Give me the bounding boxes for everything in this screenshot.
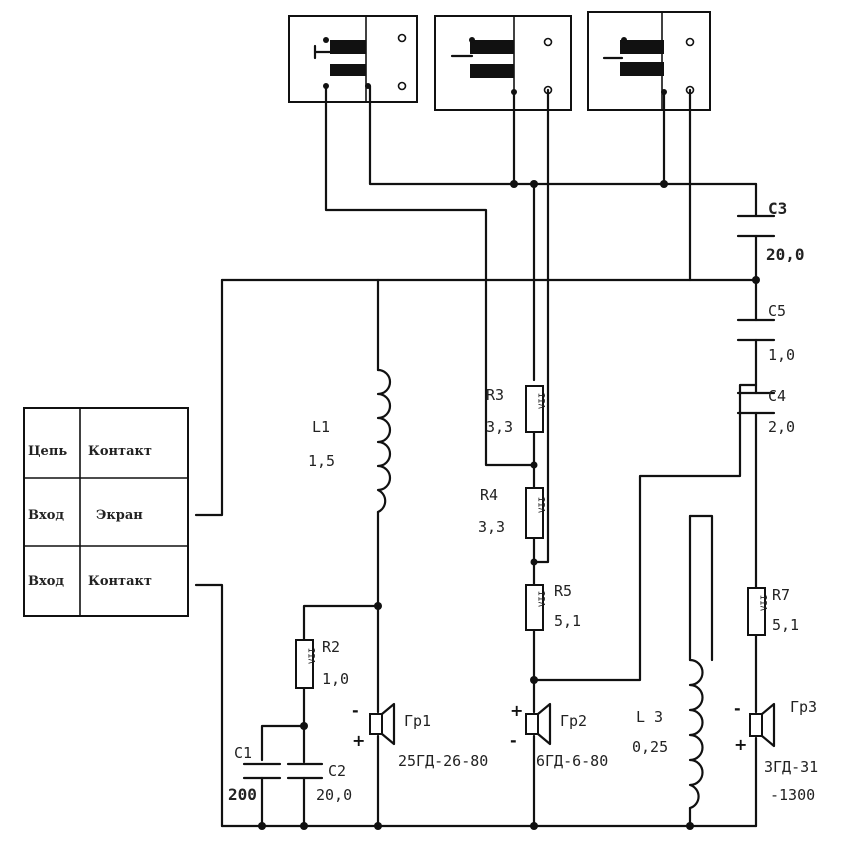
- connection-table: Цепь Контакт Вход Экран Вход Контакт: [23, 407, 189, 617]
- capacitor-c1: С1 200: [228, 744, 282, 804]
- r2-value: 1,0: [322, 670, 349, 688]
- c3-name: С3: [768, 199, 787, 218]
- r7-mark: VII: [760, 595, 770, 611]
- r5-mark: VII: [538, 591, 548, 607]
- r2-name: R2: [322, 638, 340, 656]
- table-row-2-left: Вход: [28, 508, 64, 523]
- gr3-model-line1: 3ГД-31: [764, 758, 818, 776]
- table-row-2-right: Экран: [96, 508, 143, 523]
- r3-name: R3: [486, 386, 504, 404]
- gr2-model: 6ГД-6-80: [536, 752, 608, 770]
- wiring: [194, 84, 758, 828]
- speaker-gr1: - + Гр1 25ГД-26-80: [352, 701, 488, 770]
- gr3-minus: -: [734, 699, 741, 718]
- r3-value: 3,3: [486, 418, 513, 436]
- speaker-gr3: - + Гр3 3ГД-31 -1300: [734, 698, 818, 804]
- r2-mark: VII: [308, 648, 318, 664]
- gr1-name: Гр1: [404, 712, 431, 730]
- resistor-r4: VII R4 3,3: [478, 486, 548, 539]
- resistor-r5: VII R5 5,1: [525, 582, 581, 631]
- r5-name: R5: [554, 582, 572, 600]
- gr2-name: Гр2: [560, 712, 587, 730]
- table-row-1-right: Контакт: [88, 444, 152, 459]
- table-row-3-left: Вход: [28, 574, 64, 589]
- inductor-l1: L1 1,5: [308, 368, 392, 514]
- c2-name: С2: [328, 762, 346, 780]
- table-row-1-left: Цепь: [28, 444, 67, 459]
- r4-value: 3,3: [478, 518, 505, 536]
- gr3-name: Гр3: [790, 698, 817, 716]
- c1-value: 200: [228, 785, 257, 804]
- gr1-model: 25ГД-26-80: [398, 752, 488, 770]
- gr1-plus: +: [352, 731, 365, 750]
- capacitor-c5: С5 1,0: [736, 302, 795, 364]
- capacitor-c3: С3 20,0: [736, 199, 805, 264]
- r4-mark: VII: [538, 497, 548, 513]
- r7-name: R7: [772, 586, 790, 604]
- gr2-plus: +: [510, 701, 523, 720]
- c4-name: С4: [768, 387, 786, 405]
- resistor-r3: VII R3 3,3: [486, 385, 548, 436]
- r3-mark: VII: [538, 393, 548, 409]
- c3-value: 20,0: [766, 245, 805, 264]
- resistor-r7: VII R7 5,1: [747, 586, 799, 636]
- l1-name: L1: [312, 418, 330, 436]
- inductor-l3: L 3 0,25: [632, 658, 704, 810]
- switch-module-3: [587, 11, 711, 111]
- r5-value: 5,1: [554, 612, 581, 630]
- gr3-model-line2: -1300: [770, 786, 815, 804]
- capacitor-c2: С2 20,0: [286, 762, 352, 804]
- c5-name: С5: [768, 302, 786, 320]
- c4-value: 2,0: [768, 418, 795, 436]
- resistor-r2: VII R2 1,0: [295, 638, 349, 689]
- switch-module-1: [288, 15, 418, 103]
- gr2-minus: -: [510, 731, 517, 750]
- l1-value: 1,5: [308, 452, 335, 470]
- c2-value: 20,0: [316, 786, 352, 804]
- capacitor-c4: С4 2,0: [736, 387, 795, 436]
- table-row-3-right: Контакт: [88, 574, 152, 589]
- r4-name: R4: [480, 486, 498, 504]
- l3-value: 0,25: [632, 738, 668, 756]
- c5-value: 1,0: [768, 346, 795, 364]
- switch-module-2: [434, 15, 572, 111]
- speaker-gr2: + - Гр2 6ГД-6-80: [510, 701, 608, 770]
- junction-dots: [258, 180, 760, 830]
- c1-name: С1: [234, 744, 252, 762]
- l3-name: L 3: [636, 708, 663, 726]
- gr3-plus: +: [734, 735, 747, 754]
- gr1-minus: -: [352, 701, 359, 720]
- r7-value: 5,1: [772, 616, 799, 634]
